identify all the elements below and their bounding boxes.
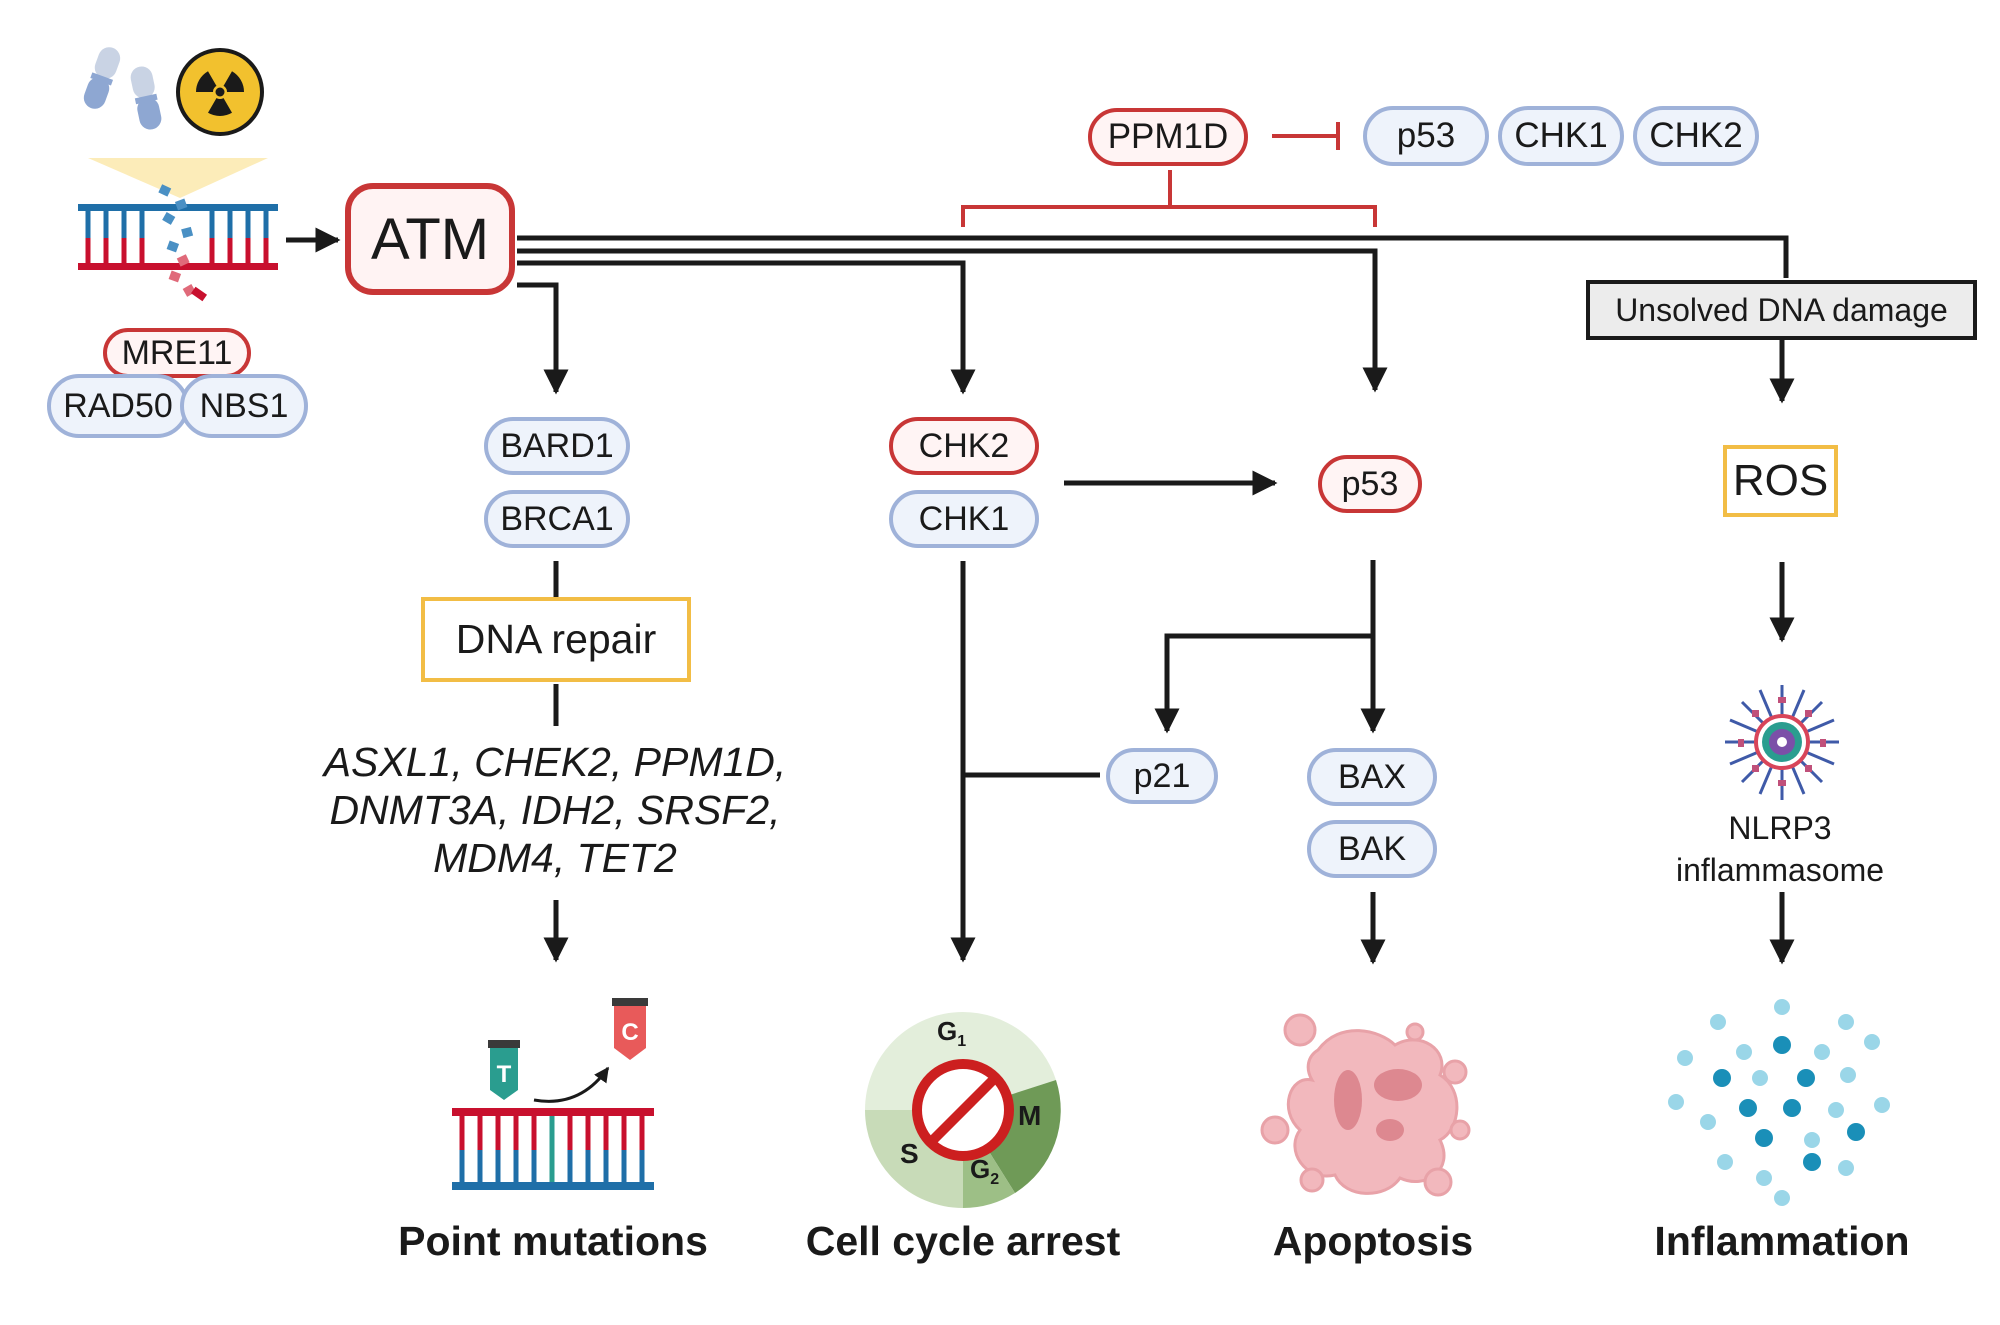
p53-node: p53 (1318, 455, 1422, 513)
atm-connectors (517, 235, 1789, 395)
bard1-node: BARD1 (484, 417, 630, 475)
checkpoint-connectors (950, 470, 1278, 963)
point-mutation-icon: T C (452, 998, 654, 1190)
phase-g1-label: G1 (937, 1016, 966, 1050)
outcome-inflammation: Inflammation (1654, 1218, 1910, 1264)
nlrp3-label-line: inflammasome (1675, 852, 1885, 888)
ppm1d-target-chk2: CHK2 (1633, 106, 1759, 166)
apoptotic-cell-icon (1260, 1013, 1471, 1197)
phase-s-label: S (900, 1138, 919, 1169)
mutated-genes-list: ASXL1, CHEK2, PPM1D, DNMT3A, IDH2, SRSF2… (290, 738, 820, 882)
outcome-cell-cycle-arrest: Cell cycle arrest (805, 1218, 1121, 1264)
chk1-node: CHK1 (889, 490, 1039, 548)
nlrp3-label-line: NLRP3 (1728, 810, 1832, 846)
genes-line: MDM4, TET2 (433, 835, 677, 881)
cell-cycle-icon: G1 M G2 S (865, 1012, 1061, 1208)
nbs1-node: NBS1 (180, 374, 308, 438)
mre11-node: MRE11 (103, 328, 251, 378)
bak-node: BAK (1307, 820, 1437, 878)
unsolved-dna-damage-box: Unsolved DNA damage (1586, 280, 1977, 340)
cytokines-icon (1668, 999, 1890, 1206)
rad50-node: RAD50 (47, 374, 189, 438)
radiation-icon (176, 48, 264, 136)
brca1-node: BRCA1 (484, 490, 630, 548)
broken-dna-icon (78, 184, 278, 302)
ppm1d-bracket (961, 170, 1377, 227)
dna-repair-box: DNA repair (421, 597, 691, 682)
ppm1d-node: PPM1D (1088, 108, 1248, 166)
p21-node: p21 (1106, 748, 1218, 804)
drug-capsule-icon (83, 47, 162, 130)
nlrp3-inflammasome-label: NLRP3 inflammasome (1640, 807, 1920, 891)
phase-m-label: M (1018, 1100, 1041, 1131)
chk2-node: CHK2 (889, 417, 1039, 475)
base-c-label: C (621, 1019, 638, 1046)
apoptosis-connectors (1154, 560, 1386, 965)
genes-line: DNMT3A, IDH2, SRSF2, (329, 787, 781, 833)
outcome-point-mutations: Point mutations (398, 1218, 708, 1264)
radiation-beam (88, 158, 268, 198)
outcome-apoptosis: Apoptosis (1272, 1218, 1474, 1264)
ppm1d-target-chk1: CHK1 (1498, 106, 1624, 166)
ppm1d-target-p53: p53 (1363, 106, 1489, 166)
ros-box: ROS (1723, 445, 1838, 517)
base-t-label: T (497, 1061, 512, 1088)
bax-node: BAX (1307, 748, 1437, 806)
atm-node: ATM (345, 183, 515, 295)
genes-line: ASXL1, CHEK2, PPM1D, (323, 739, 787, 785)
phase-g2-label: G2 (970, 1154, 999, 1188)
inflammasome-icon (1725, 685, 1839, 800)
